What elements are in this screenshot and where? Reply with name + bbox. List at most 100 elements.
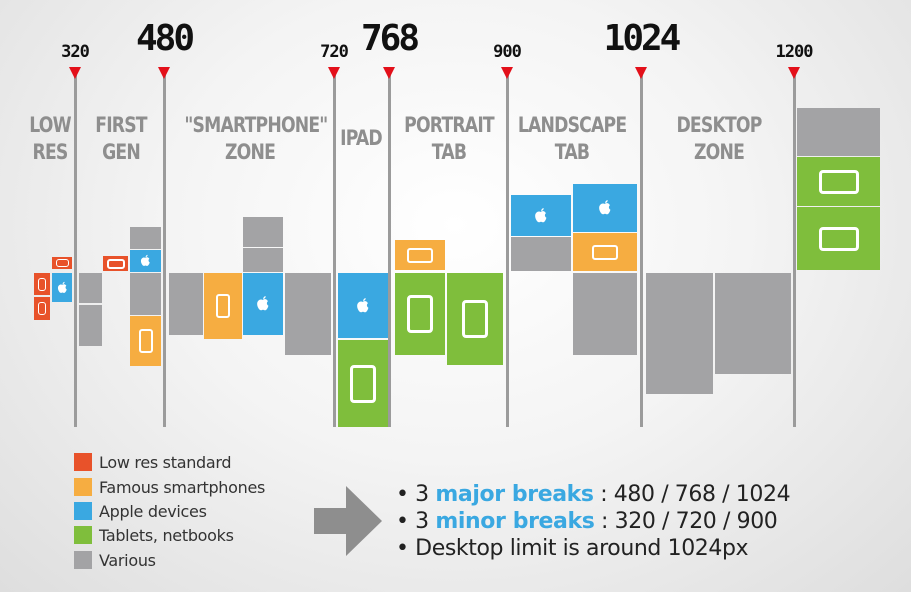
legend-item-tablet: Tablets, netbooks [74,525,234,545]
tablet-block [797,207,880,270]
various-block [79,305,102,346]
summary-values: : 320 / 720 / 900 [601,509,778,534]
apple-device-block [511,195,571,236]
famous-phone-block [573,233,637,271]
legend-swatch [74,551,92,569]
minor-breakpoint-label: 320 [61,42,90,62]
tablet-portrait-icon [407,295,433,333]
breakpoint-marker [788,67,800,79]
phone-portrait-icon [38,277,46,291]
famous-phone-block [204,273,242,339]
summary-desktop-limit: • Desktop limit is around 1024px [396,536,749,561]
various-block [715,273,791,374]
summary-highlight: minor breaks [435,509,595,534]
breakpoint-marker [501,67,513,79]
breakpoint-line [506,74,509,427]
legend-swatch [74,478,92,496]
tablet-landscape-icon [818,226,859,251]
various-block [130,227,161,249]
bullet: • [396,509,409,534]
famous-phone-block [130,316,161,366]
apple-icon [56,281,69,295]
legend-swatch [74,526,92,544]
apple-device-block [130,250,161,272]
breakpoint-line [163,74,166,427]
tablet-portrait-icon [350,364,376,403]
various-block [511,237,571,271]
various-block [797,108,880,156]
legend-label: Various [99,550,156,570]
summary-values: : 480 / 768 / 1024 [600,482,791,507]
arrow-right-icon [314,486,382,556]
various-block [169,273,203,335]
legend-label: Famous smartphones [99,477,266,497]
low-res-phone-block [103,256,128,271]
phone-landscape-icon [55,259,69,267]
various-block [130,273,161,315]
summary-count: 3 [415,509,429,534]
summary-highlight: major breaks [435,482,594,507]
low-res-phone-block [34,273,50,295]
minor-breakpoint-label: 720 [320,42,349,62]
breakpoint-line [74,74,77,427]
legend-item-apple: Apple devices [74,501,207,521]
apple-device-block [338,273,388,338]
major-breakpoint-label: 1024 [603,18,682,59]
tablet-block [395,273,445,355]
legend-item-low-res: Low res standard [74,452,232,472]
legend-item-famous: Famous smartphones [74,477,265,497]
phone-portrait-icon [138,329,153,353]
bullet: • [396,482,409,507]
apple-icon [255,295,271,313]
major-breakpoint-label: 768 [360,18,420,59]
tablet-block [338,340,388,427]
phone-landscape-icon [106,258,125,269]
summary-major-breaks: • 3 major breaks : 480 / 768 / 1024 [396,482,791,507]
low-res-phone-block [34,297,50,320]
apple-device-block [573,184,637,232]
legend-item-various: Various [74,550,156,570]
phone-portrait-icon [38,302,46,315]
tablet-block [797,157,880,206]
apple-icon [355,297,371,315]
apple-device-block [52,273,72,302]
tablet-block [447,273,503,365]
summary-count: 3 [415,482,429,507]
summary-text: Desktop limit is around 1024px [415,536,749,561]
breakpoint-line [333,74,336,427]
breakpoint-marker [635,67,647,79]
apple-device-block [243,273,283,335]
various-block [243,248,283,272]
various-block [79,273,102,303]
breakpoint-line [388,74,391,427]
phone-landscape-icon [407,247,433,263]
legend-label: Apple devices [99,501,207,521]
famous-phone-block [395,240,445,270]
breakpoint-marker [69,67,81,79]
breakpoint-marker [328,67,340,79]
legend-swatch [74,502,92,520]
various-block [285,273,331,355]
legend-label: Tablets, netbooks [99,525,234,545]
minor-breakpoint-label: 900 [493,42,522,62]
minor-breakpoint-label: 1200 [775,42,814,62]
legend-label: Low res standard [99,452,232,472]
breakpoint-line [793,74,796,427]
phone-landscape-icon [592,244,618,260]
summary-minor-breaks: • 3 minor breaks : 320 / 720 / 900 [396,509,778,534]
phone-portrait-icon [216,294,230,318]
various-block [573,273,637,355]
various-block [243,217,283,247]
low-res-phone-block [52,257,72,269]
bullet: • [396,536,409,561]
breakpoint-marker [158,67,170,79]
legend-swatch [74,453,92,471]
tablet-landscape-icon [818,169,859,194]
apple-icon [139,254,152,268]
breakpoint-line [640,74,643,427]
